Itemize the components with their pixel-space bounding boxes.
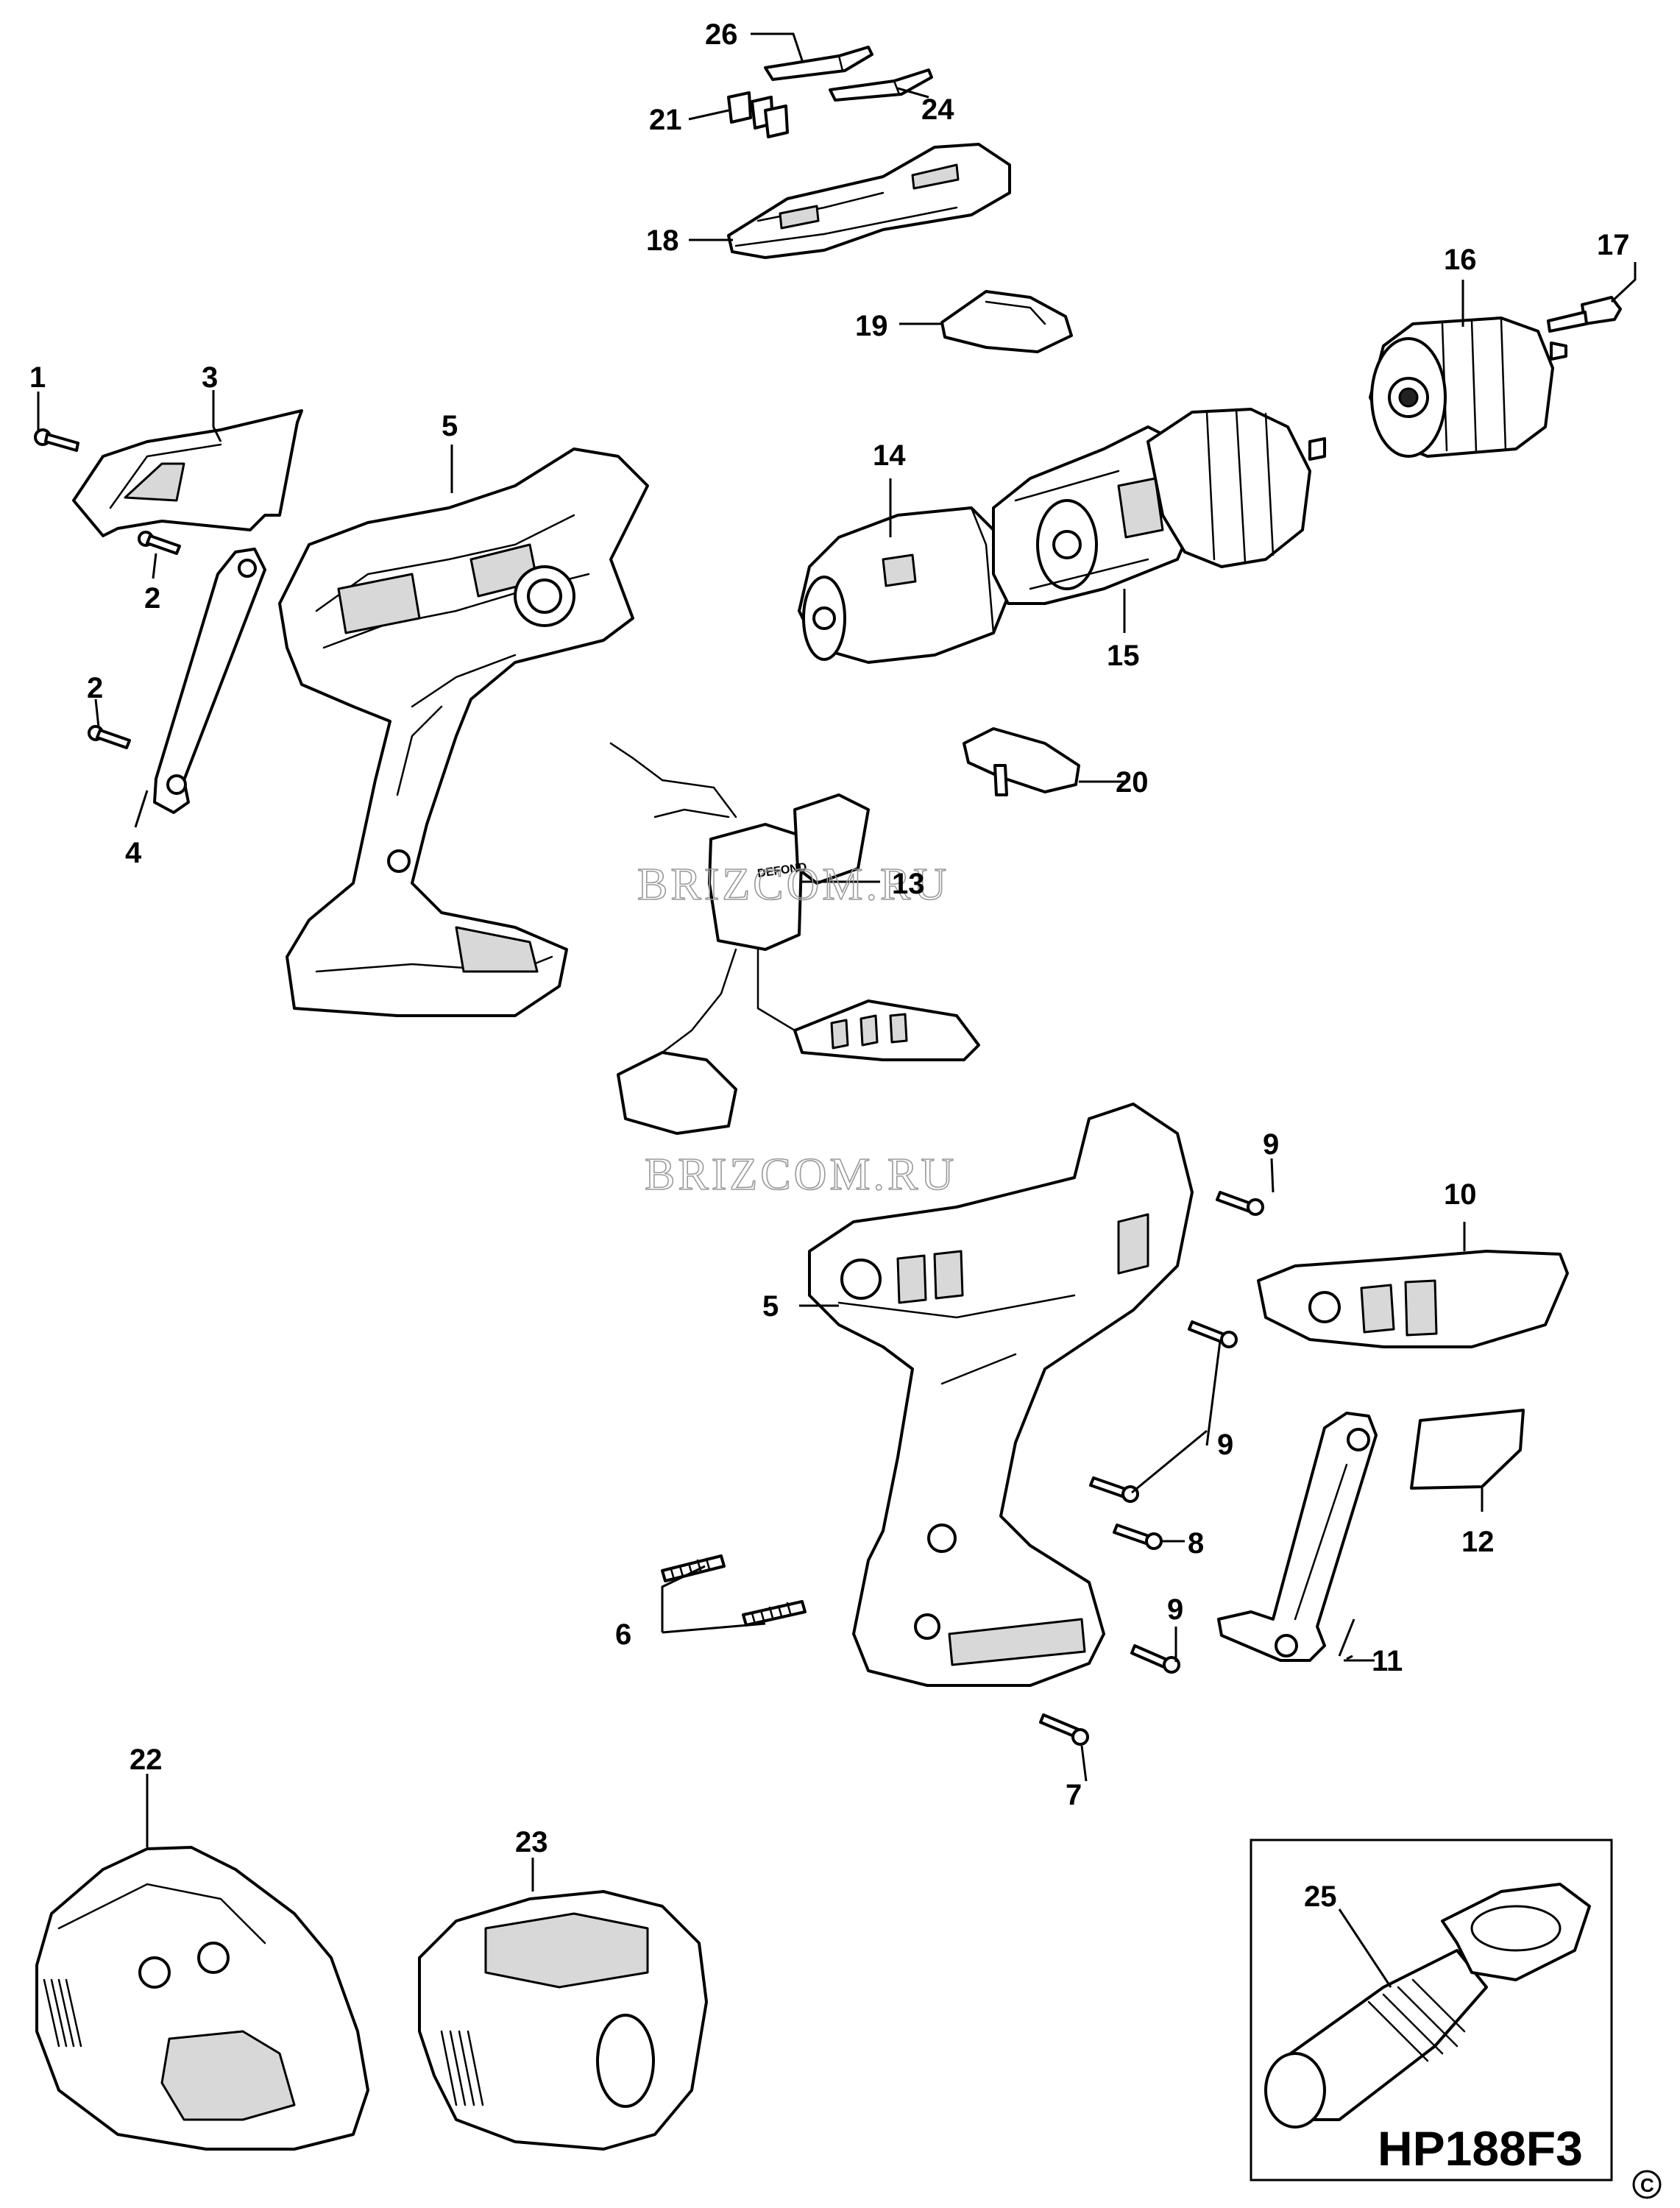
- label-part-19: 19: [855, 310, 888, 342]
- label-part-17: 17: [1597, 229, 1630, 261]
- watermark-top: BRIZCOM.RU: [637, 860, 949, 910]
- part-9-screw-c: [1089, 1476, 1139, 1503]
- part-12-label: [1410, 1409, 1525, 1490]
- label-part-24: 24: [921, 93, 954, 126]
- label-part-15: 15: [1107, 640, 1140, 672]
- part-18-bit-holder: [727, 143, 1011, 259]
- part-1-screw: [34, 428, 79, 452]
- label-part-9-b: 9: [1217, 1429, 1233, 1461]
- part-22-charger: [35, 1846, 369, 2151]
- label-part-20: 20: [1116, 766, 1149, 799]
- label-part-12: 12: [1461, 1526, 1495, 1558]
- part-15-clutch-collar: [1146, 408, 1326, 568]
- part-26-screwdriver-bit: [764, 46, 873, 81]
- label-part-6: 6: [615, 1618, 631, 1651]
- part-4-lever: [153, 548, 266, 814]
- label-part-26: 26: [705, 18, 738, 51]
- part-25-side-handle: [1264, 1883, 1591, 2129]
- label-part-14: 14: [873, 439, 906, 472]
- label-part-23: 23: [515, 1826, 548, 1858]
- part-9-screw-d: [1130, 1644, 1180, 1674]
- part-20-lock-slide: [963, 727, 1080, 796]
- label-part-1: 1: [29, 361, 46, 394]
- label-part-7: 7: [1066, 1779, 1082, 1811]
- label-part-16: 16: [1444, 244, 1477, 276]
- label-part-21: 21: [649, 104, 682, 136]
- part-7-screw: [1039, 1713, 1089, 1746]
- side-handle-inset-box: [1250, 1839, 1613, 2182]
- label-part-8: 8: [1188, 1527, 1204, 1560]
- label-part-25: 25: [1304, 1880, 1337, 1913]
- label-part-18: 18: [646, 224, 679, 257]
- label-part-9-a: 9: [1263, 1128, 1279, 1161]
- part-17-chuck-screw: [1547, 296, 1622, 333]
- part-9-screw-b: [1188, 1320, 1238, 1348]
- leader-lines: [37, 32, 1637, 1988]
- part-10-top-cover: [1257, 1250, 1569, 1348]
- part-8-screw: [1113, 1524, 1163, 1550]
- part-19-slider: [940, 290, 1073, 353]
- part-13-switch-assembly: DEFOND: [609, 742, 980, 1135]
- label-part-3: 3: [202, 361, 218, 394]
- label-part-22: 22: [130, 1744, 163, 1776]
- label-part-5-right: 5: [762, 1290, 779, 1323]
- part-15-gearbox: [992, 425, 1201, 605]
- label-part-2-upper: 2: [144, 582, 160, 615]
- part-21-clips: [727, 91, 789, 138]
- part-23-battery: [418, 1890, 708, 2151]
- copyright-circle: [1632, 2170, 1662, 2199]
- part-3-top-cover: [72, 409, 303, 537]
- part-14-motor: [798, 506, 1010, 664]
- part-6-spring-a: [661, 1554, 726, 1582]
- label-part-5-left: 5: [442, 410, 458, 442]
- part-5-housing-right-half: [808, 1103, 1194, 1687]
- part-2-screw-a: [138, 531, 181, 555]
- part-16-chuck: [1369, 316, 1567, 458]
- copyright-c: C: [1640, 2174, 1654, 2196]
- part-6-spring-b: [742, 1600, 807, 1627]
- part-2-screw-b: [88, 725, 131, 749]
- part-5-housing-left-half: [278, 447, 649, 1017]
- label-part-11: 11: [1372, 1645, 1403, 1677]
- part-11-lever: [1217, 1412, 1378, 1662]
- part-9-screw-a: [1216, 1191, 1264, 1216]
- label-part-2-lower: 2: [87, 672, 103, 704]
- label-part-10: 10: [1444, 1178, 1477, 1211]
- label-part-4: 4: [125, 837, 142, 869]
- label-part-9-c: 9: [1167, 1593, 1183, 1626]
- model-number: HP188F3: [1378, 2121, 1583, 2176]
- label-part-13: 13: [892, 868, 925, 900]
- watermark-bottom: BRIZCOM.RU: [645, 1150, 957, 1200]
- part-24-screwdriver-bit: [829, 68, 933, 102]
